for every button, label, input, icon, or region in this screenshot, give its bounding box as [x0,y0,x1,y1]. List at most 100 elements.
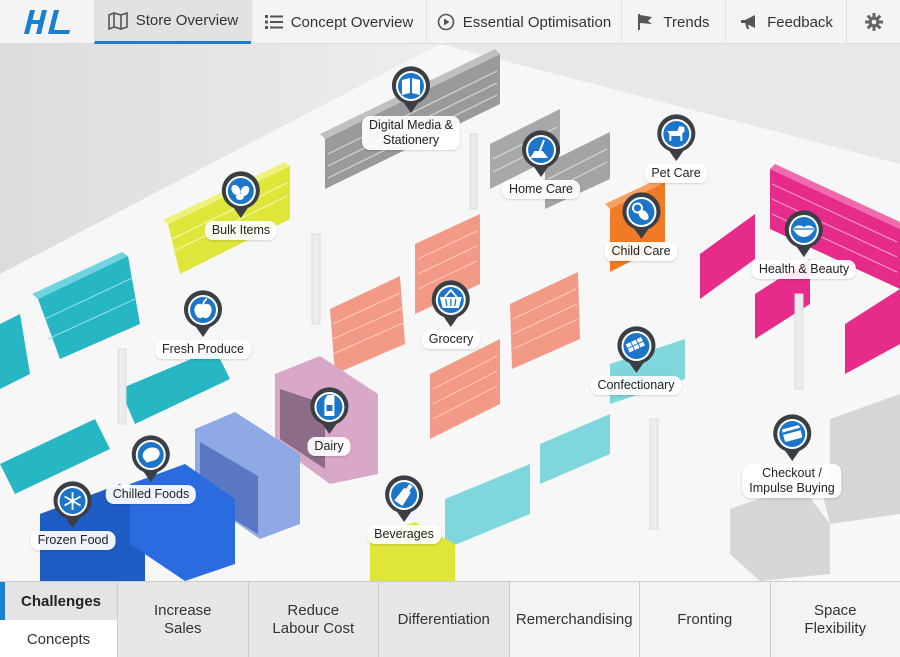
tab-concept-overview[interactable]: Concept Overview [251,0,426,44]
pin-checkout[interactable]: Checkout / Impulse Buying [742,414,842,498]
pin-fresh-produce[interactable]: Fresh Produce [155,290,251,359]
top-navigation: Store Overview Concept Overview Essentia… [0,0,900,44]
pin-label-text: Fresh Produce [162,342,244,356]
shelf-health-beauty [700,164,900,374]
map-pin [615,326,657,374]
pin-home-care[interactable]: Home Care [502,130,580,199]
pin-label-text: Confectionary [597,378,675,392]
pin-label: Pet Care [644,164,708,183]
challenge-label: Reduce Labour Cost [272,601,355,637]
pin-label-text: Chilled Foods [112,487,190,501]
shelf-checkout [730,394,900,581]
pin-label: Checkout / Impulse Buying [742,464,842,498]
megaphone-icon [741,15,756,29]
tab-label: Concept Overview [290,13,414,31]
map-pin [783,210,825,258]
lips-icon [793,225,815,237]
pin-beverages[interactable]: Beverages [367,475,441,544]
tab-label: Feedback [767,13,833,31]
tab-trends[interactable]: Trends [621,0,725,44]
shelf-grocery-lines [332,230,579,420]
map-icon [107,11,128,30]
pin-health-beauty[interactable]: Health & Beauty [751,210,857,279]
snowflake-icon [64,492,82,510]
bottle-icon [394,484,413,507]
tab-label: Store Overview [135,12,239,29]
challenge-remerchandising[interactable]: Remerchandising [508,582,639,657]
pin-confectionary[interactable]: Confectionary [590,326,682,395]
pin-label: Fresh Produce [155,340,251,359]
challenge-reduce-labour-cost[interactable]: Reduce Labour Cost [247,582,378,657]
pin-pet-care[interactable]: Pet Care [644,114,708,183]
pin-label: Home Care [502,180,580,199]
play-circle-icon [437,13,455,31]
hl-logo[interactable] [0,0,94,44]
tab-store-overview[interactable]: Store Overview [94,0,251,44]
pin-label-text: Health & Beauty [758,262,850,276]
pin-label: Health & Beauty [751,260,857,279]
pin-label-text: Pet Care [651,166,701,180]
gear-icon [864,13,883,31]
challenge-label: Remerchandising [515,610,633,628]
store-pillars [117,133,804,530]
challenge-differentiation[interactable]: Differentiation [378,582,509,657]
settings-button[interactable] [846,0,900,44]
challenges-toggle[interactable]: Challenges [0,582,117,620]
challenge-label: Fronting [677,610,733,628]
card-icon [781,425,802,442]
beans-icon [231,184,250,200]
challenge-increase-sales[interactable]: Increase Sales [117,582,248,657]
pin-label: Grocery [421,330,481,349]
pin-label: Confectionary [590,376,682,395]
pin-dairy[interactable]: Dairy [307,387,351,456]
milk-carton-icon [323,395,334,416]
store-map[interactable]: Digital Media & Stationery Home Care Pet… [0,44,900,581]
flag-icon [638,14,653,30]
pin-bulk-items[interactable]: Bulk Items [204,171,278,240]
chocolate-icon [625,337,645,353]
pin-child-care[interactable]: Child Care [604,192,678,261]
pin-label: Bulk Items [204,221,278,240]
map-pin [220,171,262,219]
pin-label: Frozen Food [30,531,116,550]
book-icon [401,78,420,95]
hl-logo-icon [24,10,70,34]
map-pin [430,280,472,328]
map-pin [383,475,425,523]
map-pin [520,130,562,178]
pin-label-text: Child Care [611,244,671,258]
pin-chilled-foods[interactable]: Chilled Foods [105,435,197,504]
challenge-label: Increase Sales [153,601,212,637]
tab-essential-optimisation[interactable]: Essential Optimisation [426,0,621,44]
tab-feedback[interactable]: Feedback [725,0,846,44]
pin-label-text: Frozen Food [37,533,109,547]
list-icon [264,15,283,29]
map-pin [52,481,94,529]
pin-label-text: Home Care [509,182,573,196]
pin-label-text: Dairy [314,439,344,453]
basket-icon [439,288,462,308]
pacifier-icon [631,202,649,221]
challenge-label: Space Flexibility [804,601,867,637]
pin-grocery[interactable]: Grocery [421,280,481,349]
mode-switch: Challenges Concepts [0,582,117,657]
pin-frozen-food[interactable]: Frozen Food [30,481,116,550]
shelf-grocery [330,214,580,439]
concepts-toggle[interactable]: Concepts [0,620,117,657]
pin-label-text: Beverages [374,527,434,541]
tab-label: Essential Optimisation [462,13,612,31]
pin-label-text: Grocery [428,332,474,346]
shelf-fresh-produce [0,252,230,494]
map-pin [308,387,350,435]
bottom-filter-bar: Challenges Concepts Increase Sales Reduc… [0,581,900,657]
map-pin [182,290,224,338]
challenge-fronting[interactable]: Fronting [639,582,770,657]
challenge-space-flexibility[interactable]: Space Flexibility [769,582,900,657]
mop-icon [530,139,549,158]
pin-label-text: Bulk Items [211,223,271,237]
pin-label-text: Checkout / Impulse Buying [749,466,835,495]
map-pin [390,66,432,114]
pin-label: Chilled Foods [105,485,197,504]
pin-label: Beverages [367,525,441,544]
pin-digital-media[interactable]: Digital Media & Stationery [361,66,461,150]
